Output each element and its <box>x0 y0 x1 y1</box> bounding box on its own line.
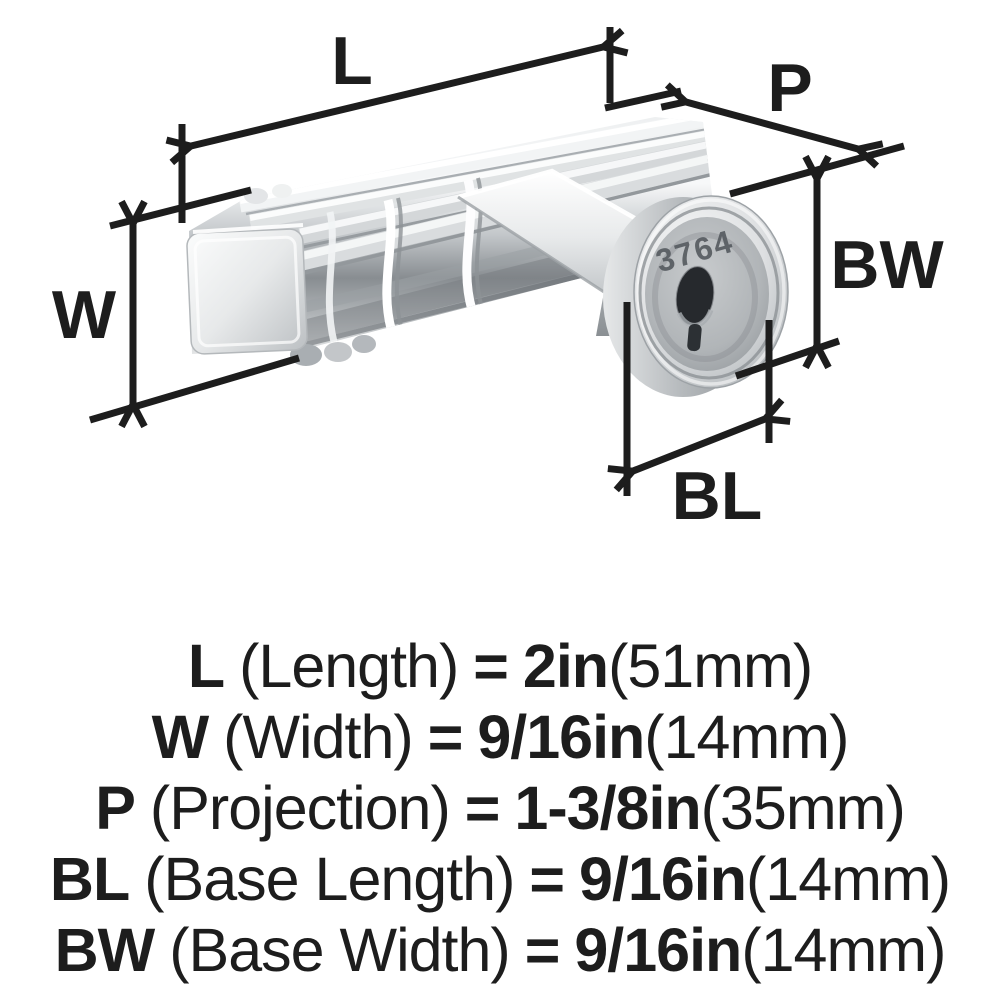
spec-value: 9/16in <box>574 915 742 984</box>
base-slot <box>687 323 702 352</box>
dimension-bw: BW <box>734 179 944 380</box>
dimension-label-bl: BL <box>672 458 763 534</box>
dim-p-ext-left <box>604 87 682 112</box>
spec-metric: (14mm) <box>741 915 946 984</box>
dim-l-arrow <box>191 47 603 146</box>
spec-line-length: L (Length) = 2in (51mm) <box>0 630 1000 701</box>
spec-line-width: W (Width) = 9/16in (14mm) <box>0 701 1000 772</box>
spec-metric: (35mm) <box>700 773 906 842</box>
spec-code: BL <box>49 844 130 913</box>
spec-name: (Width) <box>223 702 414 771</box>
spec-line-base-width: BW (Base Width) = 9/16in (14mm) <box>0 914 1000 985</box>
spec-name: (Length) <box>239 631 459 700</box>
spec-name: (Base Width) <box>169 915 511 984</box>
spec-code: P <box>95 773 136 842</box>
dimension-label-w: W <box>52 277 117 353</box>
dimension-label-bw: BW <box>830 227 944 303</box>
dim-bl-arrow <box>633 419 765 471</box>
spec-metric: (14mm) <box>644 702 849 771</box>
spec-equals: = <box>473 631 509 700</box>
spec-value: 1-3/8in <box>514 773 701 842</box>
dimension-bl: BL <box>627 302 769 534</box>
spec-equals: = <box>529 844 565 913</box>
spec-metric: (14mm) <box>745 844 951 913</box>
dimension-label-l: L <box>331 23 373 99</box>
dim-p-arrow <box>686 102 858 149</box>
spec-list: L (Length) = 2in (51mm) W (Width) = 9/16… <box>0 630 1000 985</box>
dimension-l: L <box>182 23 610 223</box>
spec-value: 2in <box>522 631 609 700</box>
spec-code: L <box>187 631 225 700</box>
dim-w-ext-bottom <box>89 354 300 424</box>
spec-line-base-length: BL (Base Length) = 9/16in (14mm) <box>0 843 1000 914</box>
spec-equals: = <box>464 773 501 842</box>
bar-end-face <box>186 228 308 355</box>
spec-line-projection: P (Projection) = 1-3/8in (35mm) <box>0 772 1000 843</box>
knob-illustration: 3764 <box>186 117 789 397</box>
knob-diagram-svg: 3764 L P <box>52 23 945 534</box>
spec-code: BW <box>54 915 156 984</box>
dimension-label-p: P <box>767 50 812 126</box>
spec-value: 9/16in <box>477 702 645 771</box>
spec-code: W <box>151 702 210 771</box>
spec-value: 9/16in <box>579 844 747 913</box>
base-screw-hole <box>675 266 715 326</box>
spec-name: (Base Length) <box>144 844 515 913</box>
spec-equals: = <box>427 702 464 771</box>
spec-name: (Projection) <box>149 773 451 842</box>
dimension-w: W <box>52 186 300 424</box>
dimension-annotations: L P W BW <box>52 23 945 534</box>
spec-equals: = <box>524 915 561 984</box>
spec-metric: (51mm) <box>608 631 813 700</box>
knob-base: 3764 <box>603 195 789 397</box>
